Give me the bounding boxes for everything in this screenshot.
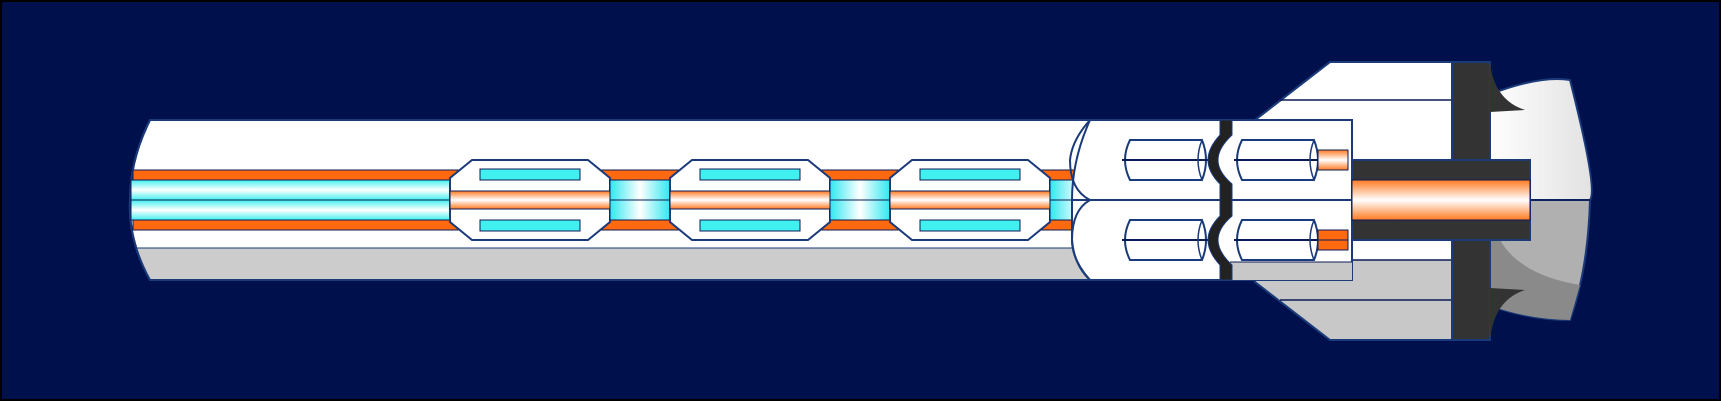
ferrule-tube-4 [1234,219,1320,261]
fiber-gap-1 [609,179,671,221]
fiber-gap-2 [829,179,891,221]
body-section-2 [669,159,831,241]
body-section-1 [449,159,611,241]
ferrule-outputs [1317,149,1349,251]
ferrule-tube-1 [1122,139,1208,181]
ferrule-barrel [1351,159,1531,241]
body-section-3 [889,159,1051,241]
body-sections [449,159,1111,241]
latch-spring [1207,119,1233,281]
ferrule-units [1122,139,1320,261]
ferrule-tube-2 [1234,139,1320,181]
ferrule-tube-3 [1122,219,1208,261]
